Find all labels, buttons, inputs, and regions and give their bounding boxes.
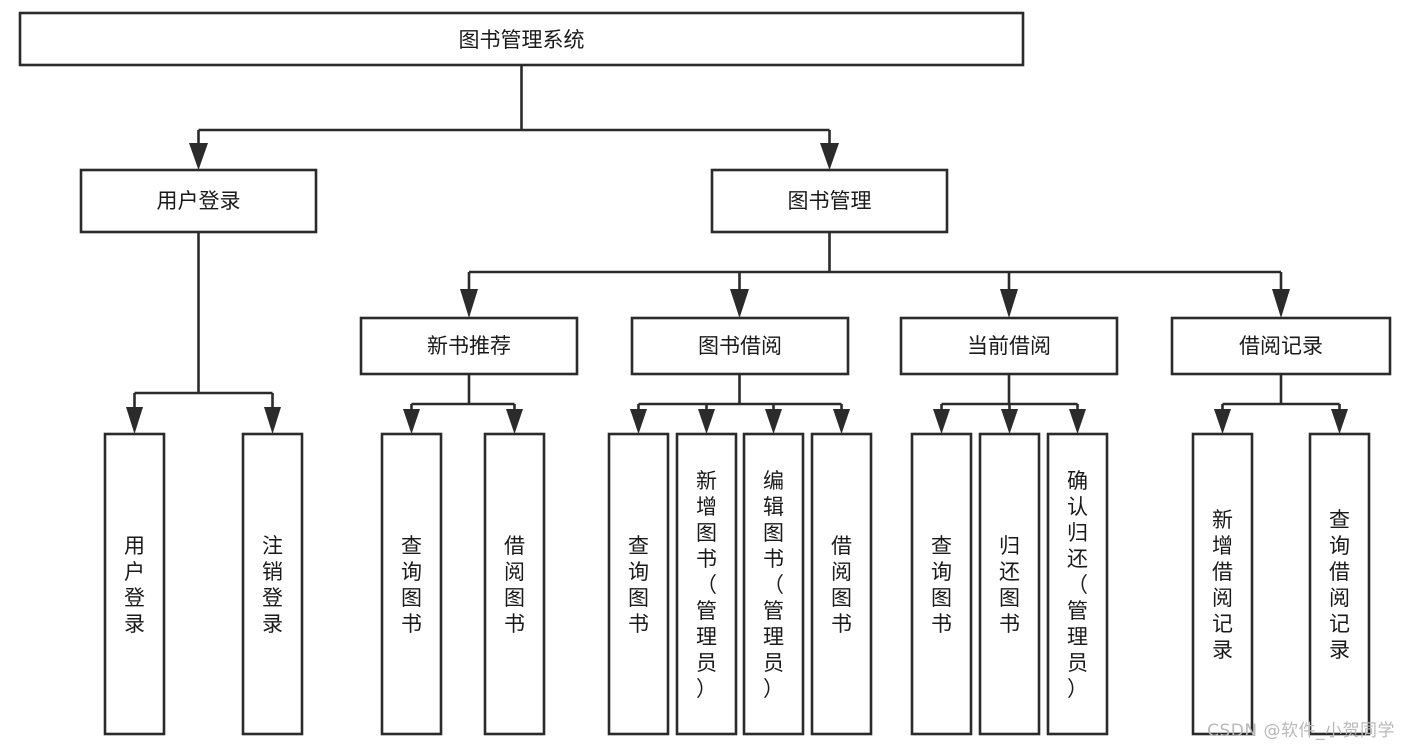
leaf-query-book-1-label: 查询图书 [401,534,422,636]
arrow-leaf-query-borrow-record [1331,409,1348,434]
leaf-query-book-2[interactable]: 查询图书 [607,432,670,736]
leaf-user-login-box[interactable] [103,432,166,736]
leaf-query-book-3-box[interactable] [910,432,973,736]
arrow-current-borrow [1000,289,1018,318]
leaf-add-borrow-record-box[interactable] [1191,432,1254,736]
csdn-watermark: CSDN @软件_小贺同学 [1207,721,1395,741]
arrow-user-login [189,143,208,170]
node-current-borrow-label: 当前借阅 [967,334,1051,358]
leaf-add-book-admin-box[interactable] [675,432,738,736]
leaf-return-book-box[interactable] [978,432,1041,736]
leaf-borrow-book-2[interactable]: 借阅图书 [810,432,873,736]
arrow-leaf-logout [264,407,281,434]
leaf-layer: 用户登录 注销登录 查询图书 借阅图书 查询图书 新增图书（管理员） [103,432,1371,736]
leaf-query-borrow-record[interactable]: 查询借阅记录 [1308,432,1371,736]
connector-layer [126,65,1348,434]
leaf-logout-label: 注销登录 [262,534,283,636]
node-book-manage-box[interactable] [710,168,949,234]
arrow-leaf-return-book [1001,409,1018,434]
leaf-edit-book-admin[interactable]: 编辑图书（管理员） [742,432,805,736]
leaf-logout-box[interactable] [241,432,304,736]
node-book-manage[interactable]: 图书管理 [710,168,949,234]
node-new-book-recommend[interactable]: 新书推荐 [359,316,579,376]
leaf-query-book-1[interactable]: 查询图书 [380,432,443,736]
node-new-book-recommend-label: 新书推荐 [427,334,511,358]
node-book-borrow[interactable]: 图书借阅 [630,316,850,376]
arrow-leaf-confirm-return-admin [1069,409,1086,434]
leaf-confirm-return-admin[interactable]: 确认归还（管理员） [1046,432,1109,736]
leaf-borrow-book-2-label: 借阅图书 [831,534,852,636]
node-root[interactable]: 图书管理系统 [18,11,1025,67]
leaf-query-book-2-box[interactable] [607,432,670,736]
node-root-box[interactable] [18,11,1025,67]
leaf-return-book-label: 归还图书 [999,534,1020,636]
leaf-add-borrow-record-label: 新增借阅记录 [1212,508,1233,662]
arrow-book-borrow [730,289,749,318]
leaf-user-login-label: 用户登录 [124,534,145,636]
leaf-borrow-book-2-box[interactable] [810,432,873,736]
leaf-logout[interactable]: 注销登录 [241,432,304,736]
leaf-query-borrow-record-label: 查询借阅记录 [1329,508,1350,662]
leaf-add-book-admin[interactable]: 新增图书（管理员） [675,432,738,736]
arrow-leaf-add-borrow-record [1214,409,1231,434]
node-user-login-label: 用户登录 [157,189,241,213]
node-book-manage-label: 图书管理 [788,189,872,213]
node-user-login[interactable]: 用户登录 [79,168,318,234]
leaf-confirm-return-admin-box[interactable] [1046,432,1109,736]
arrow-borrow-record [1272,289,1290,318]
arrow-leaf-add-book-admin [698,409,715,434]
arrow-new-book-recommend [460,289,478,318]
leaf-edit-book-admin-label: 编辑图书（管理员） [763,469,784,701]
leaf-query-book-3-label: 查询图书 [931,534,952,636]
arrow-leaf-borrow-book-2 [833,409,850,434]
node-book-borrow-label: 图书借阅 [698,334,782,358]
arrow-leaf-query-book-1 [403,409,420,434]
node-borrow-record[interactable]: 借阅记录 [1170,316,1392,376]
leaf-query-book-3[interactable]: 查询图书 [910,432,973,736]
leaf-borrow-book-1-label: 借阅图书 [504,534,525,636]
arrow-leaf-edit-book-admin [765,409,782,434]
arrow-leaf-user-login [126,407,143,434]
node-borrow-record-box[interactable] [1170,316,1392,376]
leaf-query-book-1-box[interactable] [380,432,443,736]
leaf-return-book[interactable]: 归还图书 [978,432,1041,736]
node-root-label: 图书管理系统 [459,28,585,52]
leaf-query-borrow-record-box[interactable] [1308,432,1371,736]
arrow-leaf-borrow-book-1 [506,409,523,434]
leaf-user-login[interactable]: 用户登录 [103,432,166,736]
node-book-borrow-box[interactable] [630,316,850,376]
leaf-query-book-2-label: 查询图书 [628,534,649,636]
node-current-borrow[interactable]: 当前借阅 [899,316,1119,376]
leaf-borrow-book-1[interactable]: 借阅图书 [483,432,546,736]
leaf-confirm-return-admin-label: 确认归还（管理员） [1067,469,1088,701]
arrow-leaf-query-book-2 [630,409,647,434]
arrow-leaf-query-book-3 [933,409,950,434]
leaf-add-book-admin-label: 新增图书（管理员） [696,469,717,701]
node-current-borrow-box[interactable] [899,316,1119,376]
arrow-book-manage [820,143,839,170]
node-user-login-box[interactable] [79,168,318,234]
leaf-edit-book-admin-box[interactable] [742,432,805,736]
node-new-book-recommend-box[interactable] [359,316,579,376]
leaf-borrow-book-1-box[interactable] [483,432,546,736]
leaf-add-borrow-record[interactable]: 新增借阅记录 [1191,432,1254,736]
node-borrow-record-label: 借阅记录 [1239,334,1323,358]
